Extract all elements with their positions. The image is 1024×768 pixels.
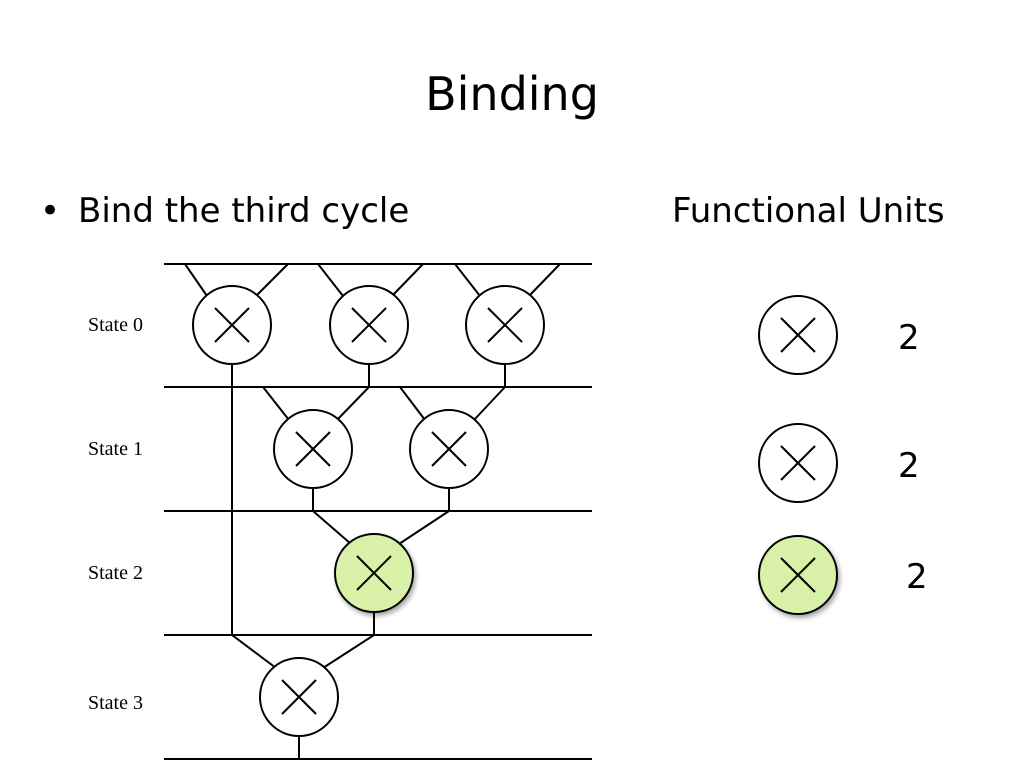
multiplier-unit-icon (758, 423, 838, 503)
input-edge (391, 263, 424, 297)
input-edge (317, 263, 344, 297)
multiplier-node (409, 409, 489, 489)
wire (322, 634, 375, 669)
input-edge (528, 263, 561, 297)
functional-unit-icons (758, 295, 838, 615)
multiplier-node (465, 285, 545, 365)
state-boundaries (164, 263, 592, 760)
functional-units-heading: Functional Units (672, 191, 945, 231)
wire (399, 386, 426, 421)
wire (262, 386, 290, 421)
wire (312, 510, 352, 545)
state-label-0: State 0 (88, 314, 143, 336)
multiplier-node (329, 285, 409, 365)
dataflow-edges (184, 263, 561, 759)
wire (231, 634, 277, 669)
bullet-item: • Bind the third cycle (40, 186, 409, 236)
multiplier-unit-icon (758, 295, 838, 375)
multiplier-nodes (192, 285, 545, 737)
input-edge (255, 263, 289, 297)
state-label-1: State 1 (88, 438, 143, 460)
multiplier-node (273, 409, 353, 489)
input-edge (184, 263, 208, 297)
bullet-text: Bind the third cycle (78, 191, 410, 231)
multiplier-node-highlighted (334, 533, 414, 613)
fu-count-2: 2 (906, 557, 928, 597)
input-edge (454, 263, 481, 297)
fu-count-0: 2 (898, 318, 920, 358)
wire (398, 510, 450, 545)
multiplier-unit-icon-highlighted (758, 535, 838, 615)
bullet-dot-icon: • (40, 191, 61, 231)
wire (336, 386, 370, 421)
multiplier-node (259, 657, 339, 737)
state-label-2: State 2 (88, 562, 143, 584)
state-label-3: State 3 (88, 692, 143, 714)
slide-title: Binding (425, 67, 599, 121)
wire (473, 386, 506, 421)
fu-count-1: 2 (898, 446, 920, 486)
multiplier-node (192, 285, 272, 365)
